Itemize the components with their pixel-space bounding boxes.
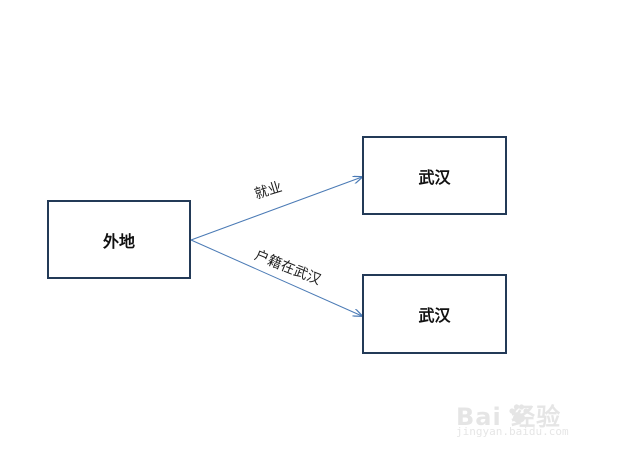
node-target-top: 武汉 (362, 136, 507, 215)
watermark-main: Bai 经验 (456, 403, 562, 431)
paw-icon (509, 404, 529, 423)
watermark: Bai 经验 jingyan.baidu.com (456, 397, 586, 447)
node-target-bottom-label: 武汉 (418, 306, 451, 325)
node-target-bottom: 武汉 (362, 274, 507, 354)
node-source: 外地 (47, 200, 191, 279)
arrow-to-top (190, 177, 362, 241)
node-source-label: 外地 (102, 231, 135, 251)
arrow-to-bottom (190, 239, 362, 316)
node-target-top-label: 武汉 (418, 167, 451, 187)
watermark-sub: jingyan.baidu.com (456, 425, 569, 438)
